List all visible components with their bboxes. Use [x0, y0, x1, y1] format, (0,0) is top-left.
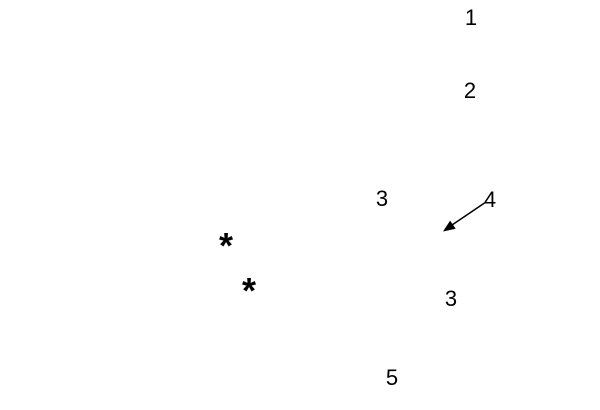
label-4: 4 [483, 187, 497, 212]
arrow-shaft [451, 202, 485, 226]
label-1: 1 [464, 5, 478, 30]
asterisk-marker-lower: * [241, 270, 257, 311]
label-3-upper: 3 [375, 186, 389, 211]
label-3-lower: 3 [444, 286, 458, 311]
arrow-head-icon [443, 220, 456, 232]
label-5: 5 [385, 365, 399, 390]
label-2: 2 [463, 78, 477, 103]
asterisk-marker-upper: * [218, 225, 234, 266]
